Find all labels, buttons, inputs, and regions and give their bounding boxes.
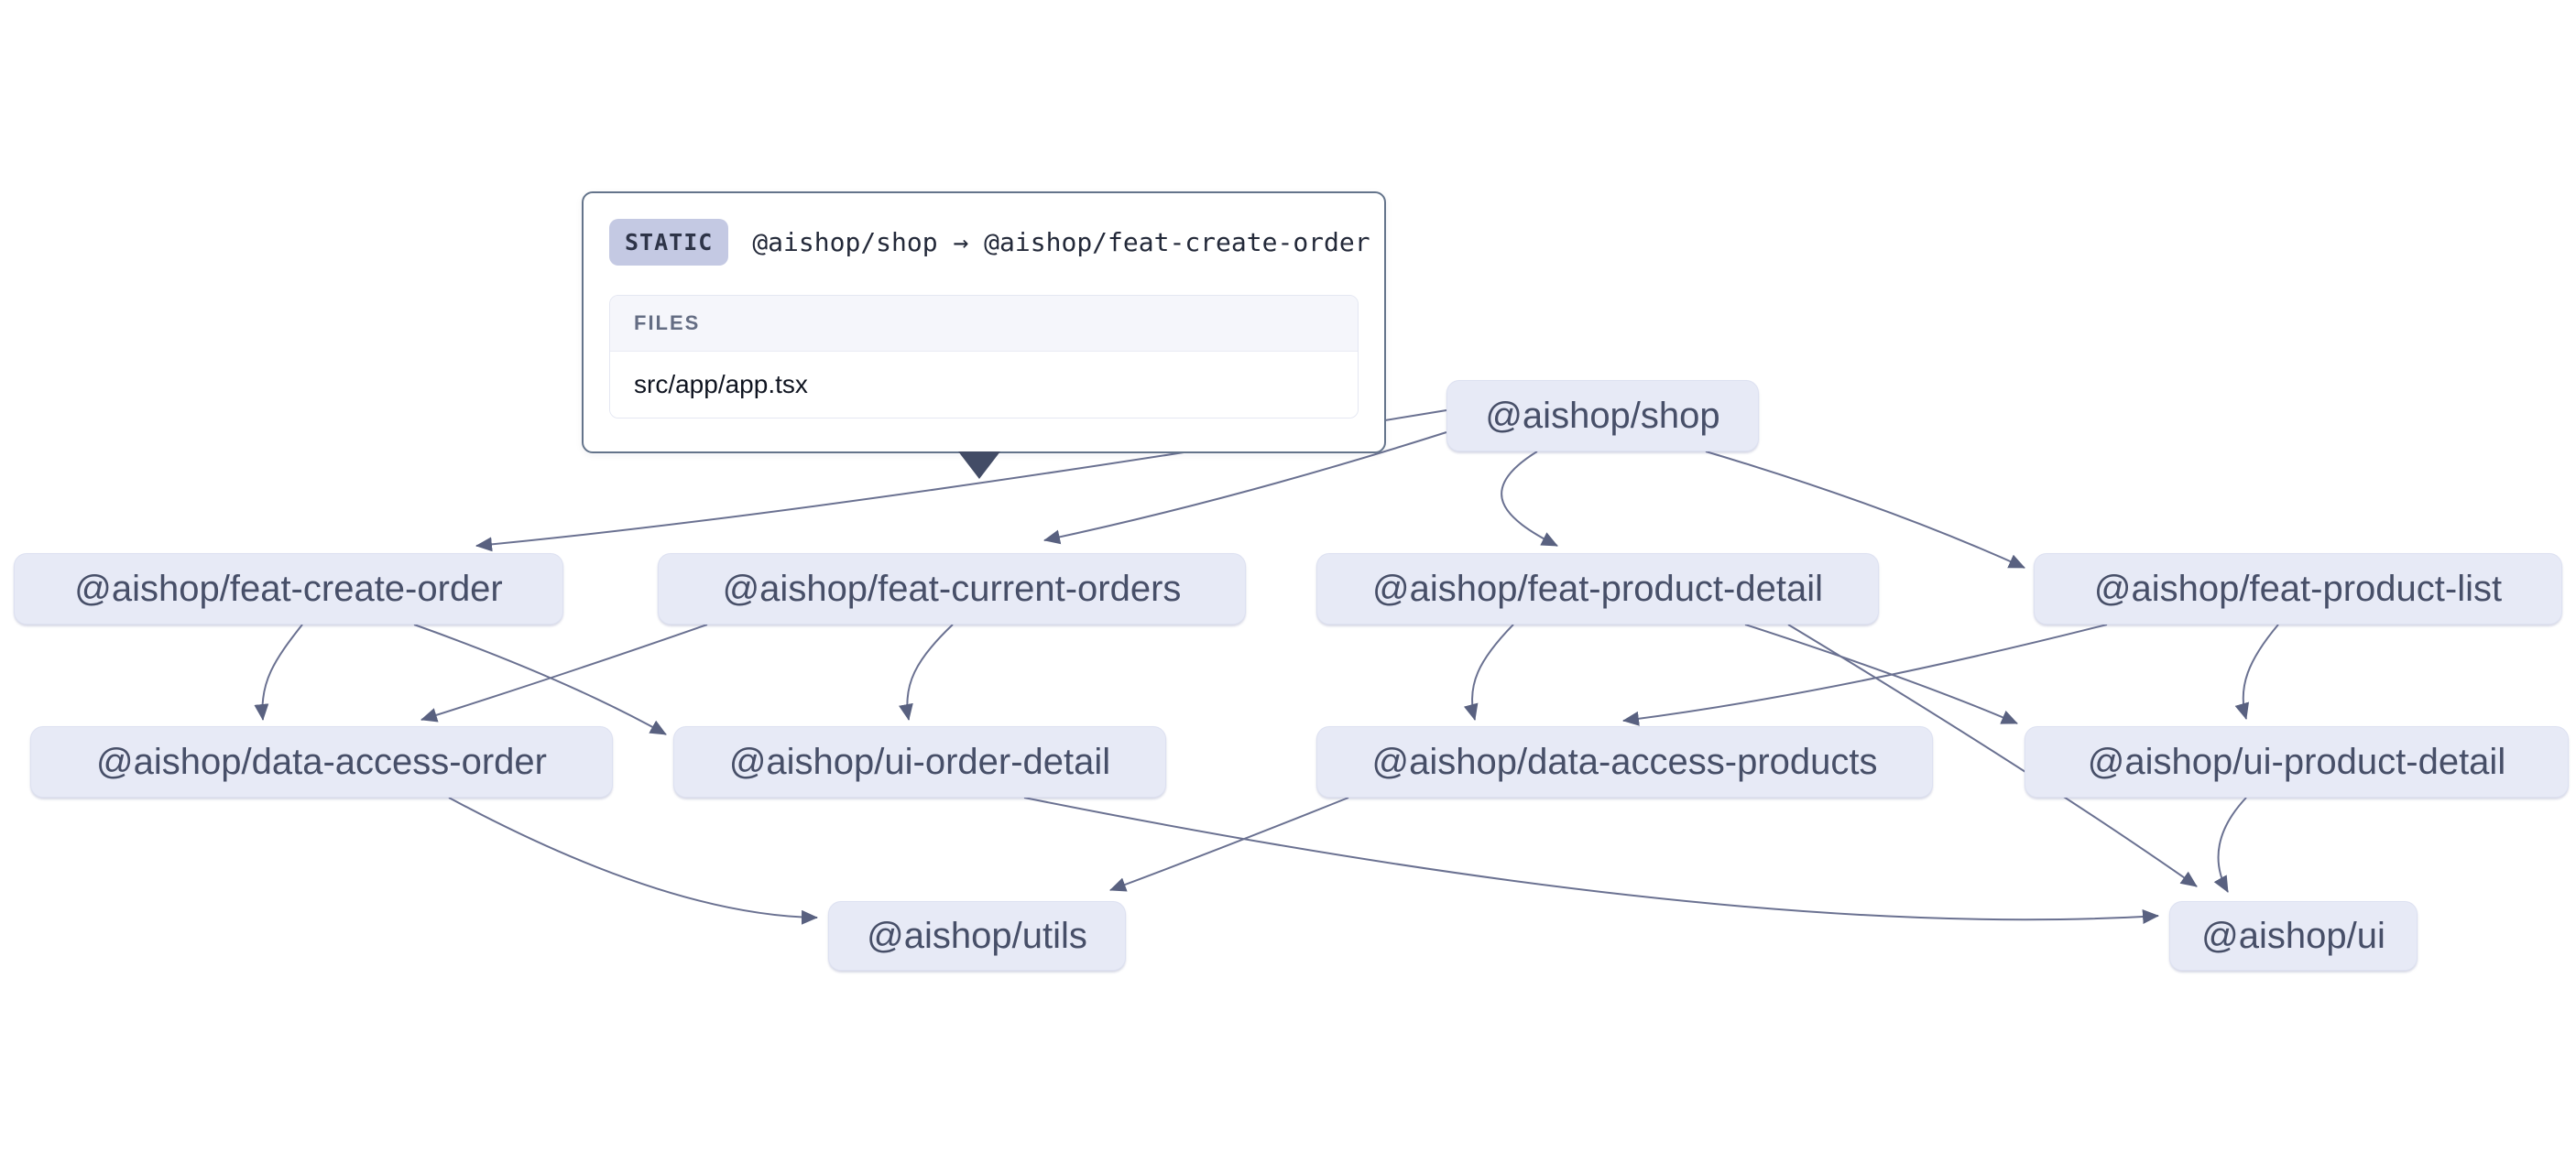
node-shop[interactable]: @aishop/shop: [1446, 380, 1759, 451]
edge-feat-current-orders-data-access-order[interactable]: [420, 624, 708, 723]
edge-feat-current-orders-ui-order-detail[interactable]: [899, 624, 954, 721]
node-ui-product-detail[interactable]: @aishop/ui-product-detail: [2025, 726, 2569, 798]
node-feat-current-orders[interactable]: @aishop/feat-current-orders: [658, 553, 1246, 625]
edge-feat-create-order-data-access-order[interactable]: [254, 624, 303, 721]
edge-shop-feat-current-orders[interactable]: [1043, 431, 1447, 545]
edge-feat-product-list-data-access-products[interactable]: [1622, 624, 2108, 726]
edge-shop-feat-product-detail[interactable]: [1501, 451, 1558, 547]
node-feat-create-order[interactable]: @aishop/feat-create-order: [14, 553, 563, 625]
edge-data-access-products-utils[interactable]: [1109, 797, 1349, 892]
node-feat-product-detail[interactable]: @aishop/feat-product-detail: [1316, 553, 1879, 625]
files-panel: FILES src/app/app.tsx: [609, 295, 1359, 418]
tooltip-pointer-icon: [958, 451, 1000, 479]
node-data-access-products[interactable]: @aishop/data-access-products: [1316, 726, 1933, 798]
edge-tooltip-header: STATIC @aishop/shop → @aishop/feat-creat…: [609, 219, 1370, 266]
edge-ui-order-detail-ui[interactable]: [1023, 797, 2159, 925]
edge-feat-product-detail-ui[interactable]: [1787, 624, 2198, 887]
node-feat-product-list[interactable]: @aishop/feat-product-list: [2034, 553, 2562, 625]
node-utils[interactable]: @aishop/utils: [828, 901, 1126, 971]
edge-feat-product-detail-ui-product-detail[interactable]: [1744, 624, 2018, 724]
edge-feat-product-list-ui-product-detail[interactable]: [2234, 624, 2279, 720]
edge-tooltip: STATIC @aishop/shop → @aishop/feat-creat…: [582, 191, 1386, 453]
edge-feat-create-order-ui-order-detail[interactable]: [413, 624, 667, 735]
dependency-type-badge: STATIC: [609, 219, 729, 266]
edge-feat-product-detail-data-access-products[interactable]: [1463, 624, 1514, 721]
node-ui-order-detail[interactable]: @aishop/ui-order-detail: [673, 726, 1166, 798]
node-ui[interactable]: @aishop/ui: [2169, 901, 2418, 971]
edge-shop-feat-product-list[interactable]: [1705, 451, 2025, 569]
dependency-route-text: @aishop/shop → @aishop/feat-create-order: [752, 227, 1370, 257]
edge-data-access-order-utils[interactable]: [448, 797, 818, 925]
node-data-access-order[interactable]: @aishop/data-access-order: [30, 726, 613, 798]
files-panel-header: FILES: [610, 296, 1358, 352]
edge-ui-product-detail-ui[interactable]: [2213, 797, 2247, 893]
file-row: src/app/app.tsx: [610, 352, 1358, 418]
